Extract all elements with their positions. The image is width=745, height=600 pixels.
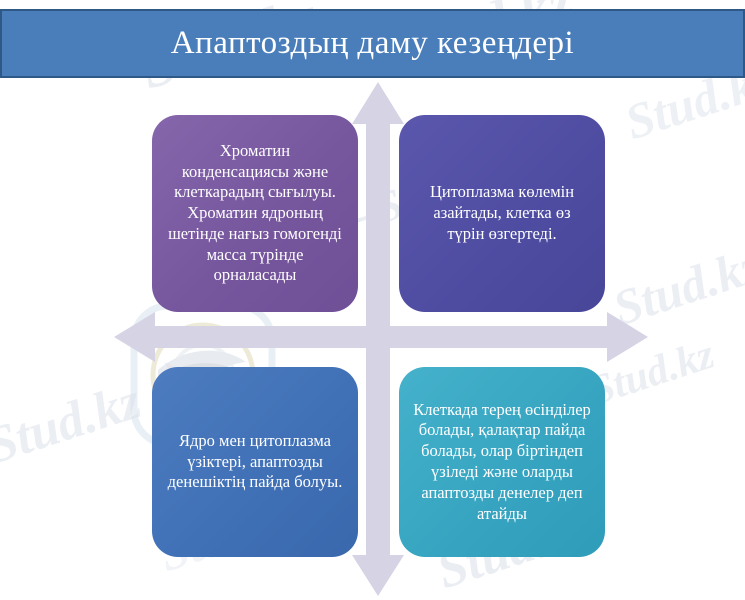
quadrant-bottom-left-text: Ядро мен цитоплазма үзіктері, апаптозды … [167, 430, 343, 492]
quadrant-top-right-text: Цитоплазма көлемін азайтады, клетка өз т… [429, 182, 575, 243]
page-title: Апаптоздың даму кезеңдері [170, 25, 575, 61]
quadrant-bottom-right-text: Клеткада терең өсінділер болады, қалақта… [413, 399, 591, 523]
quadrant-bottom-left[interactable]: Ядро мен цитоплазма үзіктері, апаптозды … [152, 367, 358, 557]
horizontal-double-arrow [114, 312, 648, 362]
slide-title-banner: Апаптоздың даму кезеңдері [0, 9, 745, 78]
quadrant-top-right[interactable]: Цитоплазма көлемін азайтады, клетка өз т… [399, 115, 605, 312]
quadrant-bottom-right[interactable]: Клеткада терең өсінділер болады, қалақта… [399, 367, 605, 557]
quadrant-top-left-text: Хроматин конденсациясы және клеткарадың … [168, 140, 342, 285]
quadrant-top-left[interactable]: Хроматин конденсациясы және клеткарадың … [152, 115, 358, 312]
